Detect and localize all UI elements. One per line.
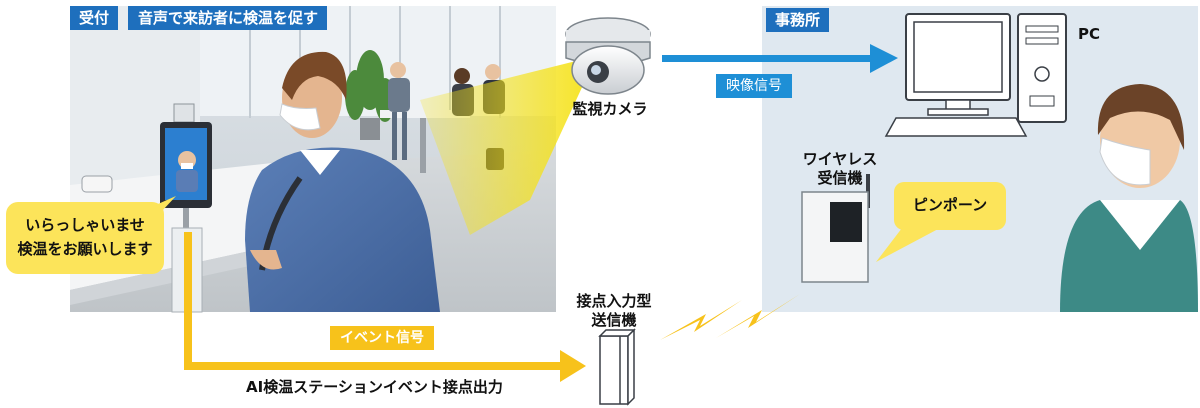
transmitter-label-line-2: 送信機 [591, 311, 637, 329]
reception-title: 音声で来訪者に検温を促す [128, 6, 328, 30]
camera-label: 監視カメラ [572, 100, 648, 118]
video-signal-arrow [662, 44, 898, 73]
event-signal-label: イベント信号 [330, 326, 434, 350]
reception-tag: 受付 [70, 6, 119, 30]
wireless-receiver-icon [801, 174, 870, 283]
event-signal-arrow [184, 232, 586, 382]
transmitter-icon [598, 328, 636, 406]
pc-label: PC [1078, 25, 1101, 43]
receiver-label-line-1: ワイヤレス [802, 150, 878, 168]
receiver-label-line-2: 受信機 [817, 169, 863, 187]
speech-line-2: 検温をお願いします [17, 240, 153, 258]
transmitter-label-line-1: 接点入力型 [576, 292, 652, 310]
speech-line-1: いらっしゃいませ [25, 216, 145, 234]
office-tag: 事務所 [766, 8, 830, 32]
wireless-signal-icon [660, 294, 800, 340]
dome-camera-icon [565, 17, 651, 95]
desktop-pc-icon [884, 13, 1067, 137]
video-signal-label: 映像信号 [716, 74, 792, 98]
event-caption: AI検温ステーションイベント接点出力 [246, 378, 503, 396]
chime-text: ピンポーン [912, 196, 988, 214]
camera-view-beam [420, 60, 590, 235]
chime-bubble [876, 182, 1006, 262]
office-worker [1060, 84, 1198, 312]
speech-bubble [6, 196, 176, 274]
